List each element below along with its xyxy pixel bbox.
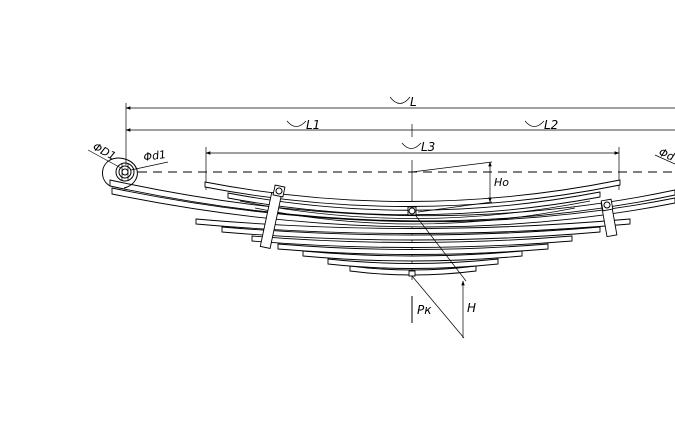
dimension-H0-label: Ho	[494, 176, 509, 189]
dimension-L-label: L	[410, 95, 417, 109]
dimension-L1-label: L1	[306, 118, 320, 132]
dimension-d-right: Φd	[654, 146, 675, 165]
leaf-5	[277, 243, 549, 255]
dimension-H: H	[411, 215, 476, 339]
dimension-L3: L3	[205, 140, 620, 190]
dimension-H-label: H	[467, 301, 476, 315]
dimension-H0: Ho	[411, 161, 509, 213]
leaf-3	[221, 226, 601, 241]
leaf-6	[302, 250, 523, 262]
dimension-d1-label: Φd1	[143, 148, 167, 164]
helper-leaf-1	[204, 179, 621, 207]
leaf-2	[195, 218, 631, 234]
dimension-D1: ΦD1	[87, 140, 122, 169]
center-bolt	[407, 206, 417, 277]
leaf-8	[349, 265, 477, 276]
dimension-L1-L2: L1 L2	[125, 118, 675, 137]
leaf-4	[251, 235, 573, 248]
dimension-D1-label: ΦD1	[91, 140, 118, 163]
dimension-d-right-label: Φd	[657, 146, 675, 164]
load-arrow-Pk: Pк	[411, 296, 432, 323]
dimension-L: L	[125, 95, 675, 165]
clamp-left	[259, 184, 286, 249]
dimension-L3-label: L3	[421, 140, 435, 154]
dimension-d1: Φd1	[130, 148, 169, 171]
main-leaf-upper	[109, 179, 675, 222]
leaf-stack	[109, 179, 675, 276]
clamp-right	[600, 198, 618, 238]
load-Pk-label: Pк	[417, 303, 432, 317]
dimension-L2-label: L2	[544, 118, 558, 132]
helper-leaf-2	[227, 191, 601, 216]
spring-eye-left	[102, 157, 138, 189]
leaf-7	[327, 258, 499, 269]
